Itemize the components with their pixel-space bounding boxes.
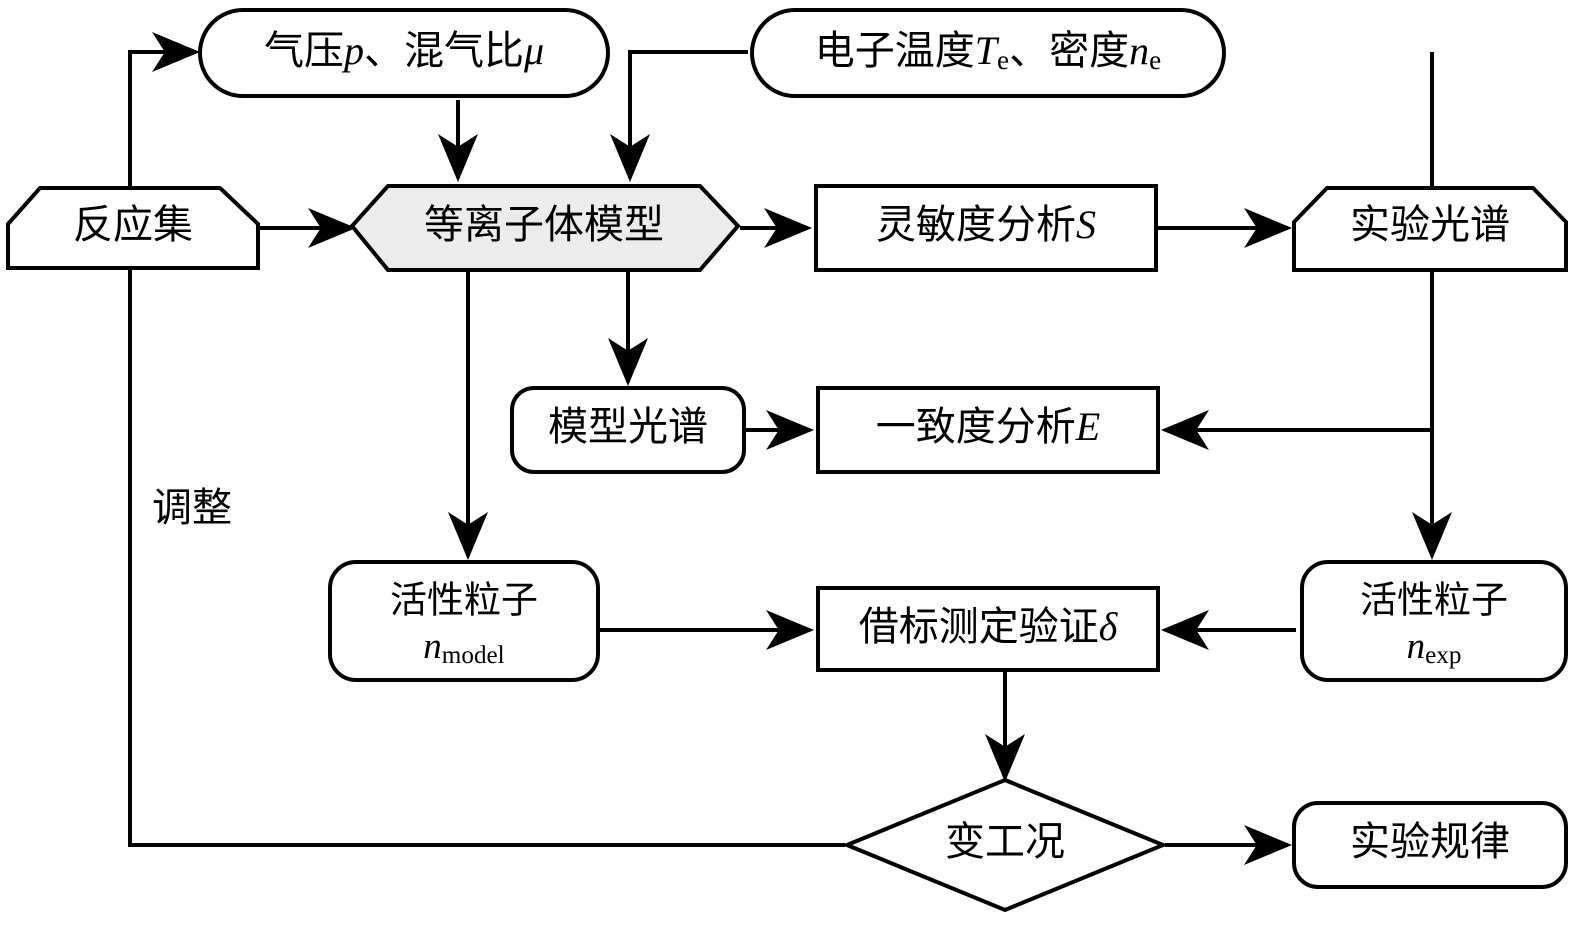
node-model-spectrum-label: 模型光谱 xyxy=(548,404,708,449)
node-sensitivity-analysis[interactable]: 灵敏度分析S xyxy=(814,184,1158,272)
node-sensitivity-label: 灵敏度分析S xyxy=(876,202,1096,247)
node-reaction-set-label: 反应集 xyxy=(73,202,193,247)
node-reaction-set[interactable]: 反应集 xyxy=(6,186,260,270)
edge-label-adjust: 调整 xyxy=(152,485,232,530)
edge-feedback-trunk-left xyxy=(128,32,845,847)
node-active-particle-model-label-line2: nmodel xyxy=(423,626,504,668)
node-active-particle-model[interactable]: 活性粒子 nmodel xyxy=(328,560,600,682)
edge-electron-to-plasma xyxy=(610,50,748,182)
node-gas-params[interactable]: 气压p、混气比μ xyxy=(198,8,610,98)
node-active-particle-exp-label-line1: 活性粒子 xyxy=(1360,579,1508,621)
node-experimental-law[interactable]: 实验规律 xyxy=(1292,801,1568,889)
node-calibration-label: 借标测定验证δ xyxy=(859,604,1119,649)
node-plasma-model[interactable]: 等离子体模型 xyxy=(349,184,741,272)
node-active-particle-exp-label-line2: nexp xyxy=(1407,626,1462,668)
node-condition-change[interactable]: 变工况 xyxy=(841,777,1169,913)
node-active-particle-model-label-line1: 活性粒子 xyxy=(390,579,538,621)
node-electron-params[interactable]: 电子温度Te、密度ne xyxy=(750,8,1226,98)
node-experimental-law-label: 实验规律 xyxy=(1350,819,1510,864)
node-model-spectrum[interactable]: 模型光谱 xyxy=(510,386,746,474)
node-electron-params-label: 电子温度Te、密度ne xyxy=(815,28,1161,75)
node-condition-change-label: 变工况 xyxy=(945,819,1065,864)
connector-layer xyxy=(128,32,1452,865)
node-experimental-spectrum-label: 实验光谱 xyxy=(1350,202,1510,247)
node-gas-params-label: 气压p、混气比μ xyxy=(264,28,544,73)
node-consistency-label: 一致度分析E xyxy=(876,404,1100,449)
node-active-particle-exp[interactable]: 活性粒子 nexp xyxy=(1300,560,1568,682)
node-experimental-spectrum[interactable]: 实验光谱 xyxy=(1292,186,1568,272)
node-plasma-model-label: 等离子体模型 xyxy=(424,202,664,247)
node-consistency-analysis[interactable]: 一致度分析E xyxy=(816,386,1160,474)
node-calibration-validation[interactable]: 借标测定验证δ xyxy=(816,586,1160,672)
